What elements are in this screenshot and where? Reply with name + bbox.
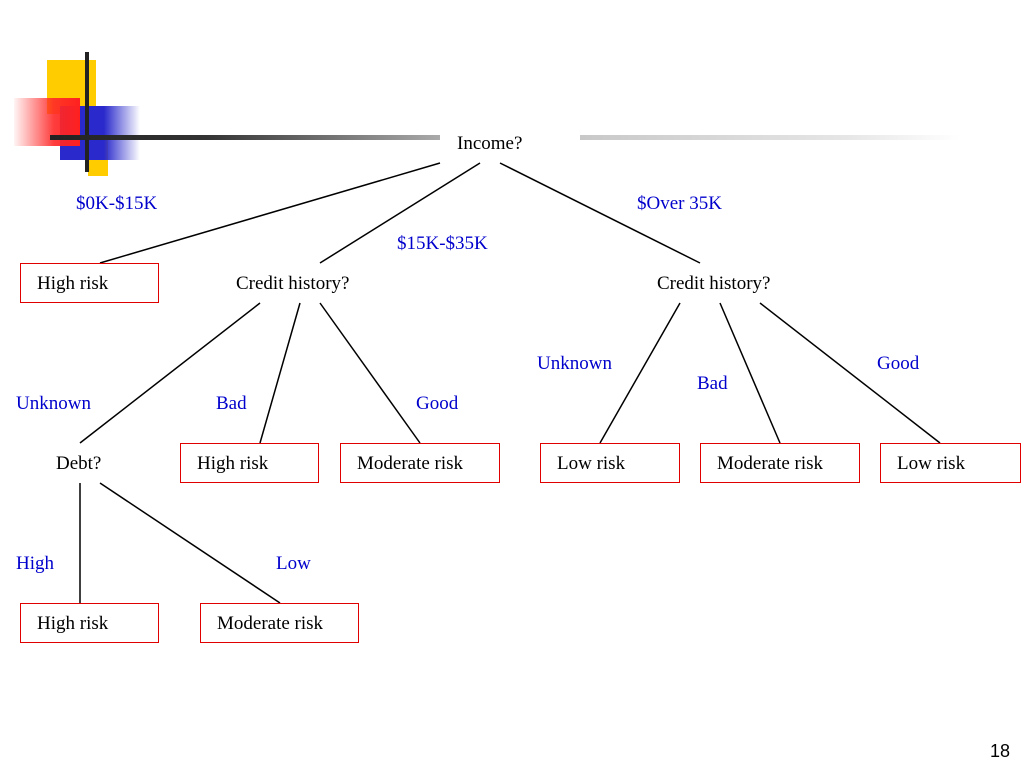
credit-history-left-node: Credit history? — [236, 273, 350, 294]
edge-line-income-mid — [319, 162, 481, 264]
edge-label-left-unknown: Unknown — [16, 393, 91, 414]
edge-label-income-high: $Over 35K — [637, 193, 722, 214]
edge-line-credit-right-unknown — [599, 302, 681, 444]
edge-label-right-good: Good — [877, 353, 920, 374]
edge-label-debt-low: Low — [276, 553, 311, 574]
edge-label-debt-high: High — [16, 553, 54, 574]
edge-line-credit-right-good — [759, 302, 941, 444]
edge-label-right-unknown: Unknown — [537, 353, 612, 374]
edge-line-income-high — [499, 162, 701, 264]
leaf-right-bad-moderate-risk: Moderate risk — [700, 443, 860, 483]
logo-vertical-bar — [85, 52, 89, 172]
edge-line-credit-left-bad — [259, 302, 301, 444]
edge-label-left-good: Good — [416, 393, 459, 414]
leaf-low-income-high-risk: High risk — [20, 263, 159, 303]
leaf-left-bad-high-risk: High risk — [180, 443, 319, 483]
income-node: Income? — [457, 133, 523, 154]
debt-node: Debt? — [56, 453, 102, 474]
edge-line-credit-left-unknown — [79, 302, 261, 444]
leaf-right-good-low-risk: Low risk — [880, 443, 1021, 483]
leaf-right-unknown-low-risk: Low risk — [540, 443, 680, 483]
leaf-left-good-moderate-risk: Moderate risk — [340, 443, 500, 483]
edge-label-left-bad: Bad — [216, 393, 247, 414]
edge-label-income-mid: $15K-$35K — [397, 233, 488, 254]
page-number: 18 — [989, 741, 1010, 761]
leaf-debt-high-high-risk: High risk — [20, 603, 159, 643]
edge-label-right-bad: Bad — [697, 373, 728, 394]
leaf-debt-low-moderate-risk: Moderate risk — [200, 603, 359, 643]
edge-line-debt-low — [99, 482, 281, 604]
edge-line-credit-right-bad — [719, 302, 781, 444]
edge-line-income-low — [99, 162, 441, 264]
edge-label-income-low: $0K-$15K — [76, 193, 158, 214]
credit-history-right-node: Credit history? — [657, 273, 771, 294]
title-rule-left — [50, 135, 440, 140]
edge-line-credit-left-good — [319, 302, 421, 444]
title-rule-right — [580, 135, 960, 140]
